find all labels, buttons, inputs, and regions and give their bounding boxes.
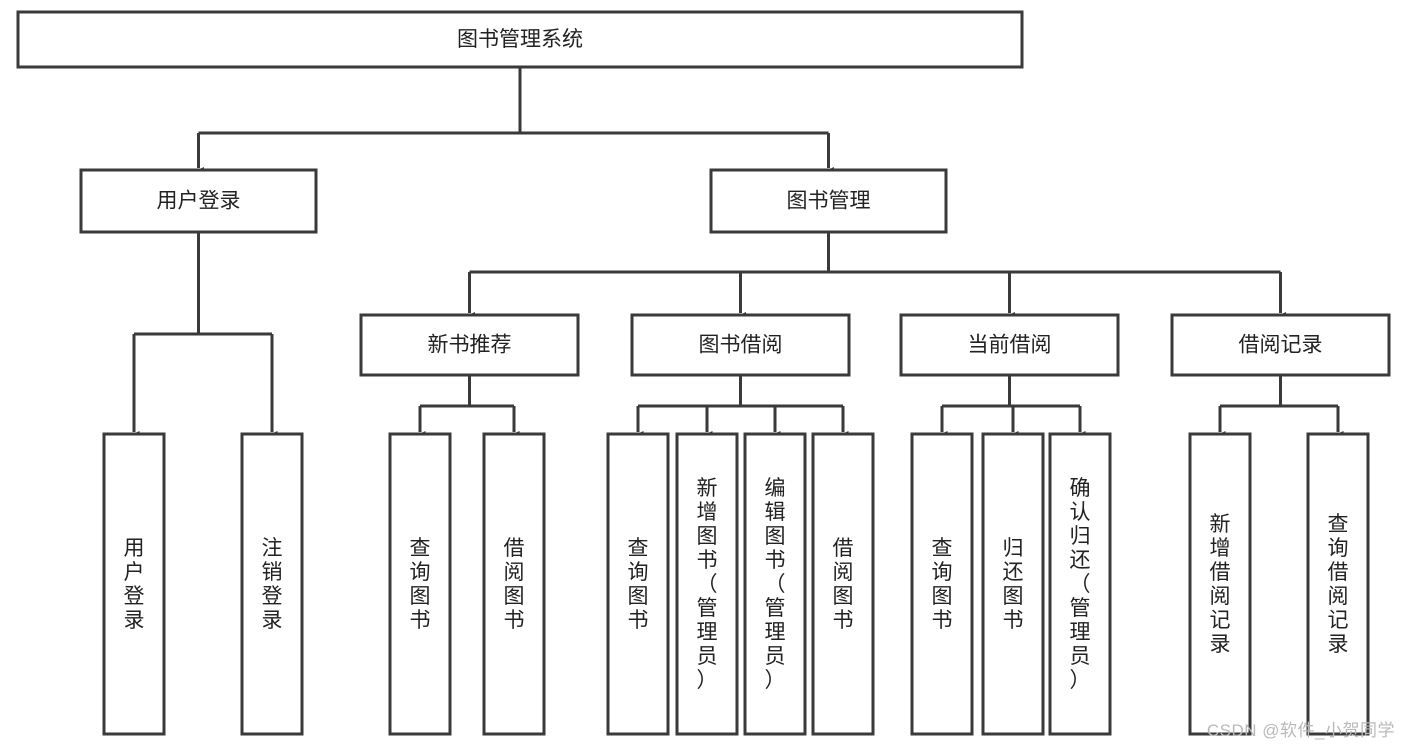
edges-layer [128, 67, 1344, 441]
nodes-layer: 图书管理系统用户登录图书管理新书推荐图书借阅当前借阅借阅记录用户登录注销登录查询… [16, 10, 1391, 736]
node-borrow-record[interactable]: 借阅记录 [1170, 313, 1391, 377]
node-label: 用户登录 [124, 537, 145, 632]
node-leaf-borrow-book-rec[interactable]: 借阅图书 [482, 432, 546, 736]
watermark-text: CSDN @软件_小贺同学 [1206, 721, 1395, 740]
connector-new-book-recommend-to-leaves [414, 375, 520, 441]
node-label: 用户登录 [157, 190, 241, 213]
node-label: 借阅记录 [1239, 334, 1323, 357]
node-label: 编辑图书（管理员） [765, 477, 786, 692]
node-label: 新书推荐 [428, 334, 512, 357]
node-label: 注销登录 [262, 537, 283, 632]
node-label: 图书管理系统 [457, 28, 583, 51]
node-book-borrow[interactable]: 图书借阅 [630, 313, 851, 377]
node-label: 查询借阅记录 [1328, 513, 1349, 656]
node-label: 图书管理 [787, 190, 871, 213]
node-label: 查询图书 [410, 537, 431, 632]
node-leaf-user-logout[interactable]: 注销登录 [240, 432, 304, 736]
node-label: 当前借阅 [968, 334, 1052, 357]
node-label: 查询图书 [628, 537, 649, 632]
connector-borrow-record-to-leaves [1214, 375, 1344, 441]
node-leaf-query-book-current[interactable]: 查询图书 [910, 432, 974, 736]
node-leaf-return-book[interactable]: 归还图书 [981, 432, 1045, 736]
node-leaf-edit-book-admin[interactable]: 编辑图书（管理员） [743, 432, 807, 736]
node-current-borrow[interactable]: 当前借阅 [899, 313, 1120, 377]
node-leaf-query-borrow-record[interactable]: 查询借阅记录 [1306, 432, 1370, 736]
node-book-manage[interactable]: 图书管理 [709, 168, 948, 234]
node-leaf-confirm-return-admin[interactable]: 确认归还（管理员） [1048, 432, 1112, 736]
node-root[interactable]: 图书管理系统 [16, 10, 1024, 69]
node-label: 图书借阅 [699, 334, 783, 357]
node-leaf-add-borrow-record[interactable]: 新增借阅记录 [1188, 432, 1252, 736]
node-leaf-add-book-admin[interactable]: 新增图书（管理员） [675, 432, 739, 736]
node-label: 归还图书 [1003, 537, 1024, 632]
node-new-book-recommend[interactable]: 新书推荐 [359, 313, 580, 377]
connector-current-borrow-to-leaves [936, 375, 1086, 441]
node-leaf-borrow-book[interactable]: 借阅图书 [811, 432, 875, 736]
connector-user-login-to-leaves [128, 232, 278, 441]
node-label: 借阅图书 [504, 537, 525, 632]
node-label: 查询图书 [932, 537, 953, 632]
node-user-login[interactable]: 用户登录 [79, 168, 318, 234]
node-label: 新增图书（管理员） [697, 477, 718, 692]
connector-book-manage-to-level3 [464, 232, 1286, 322]
node-leaf-query-book-rec[interactable]: 查询图书 [388, 432, 452, 736]
connector-book-borrow-to-leaves [632, 375, 849, 441]
node-leaf-query-book-borrow[interactable]: 查询图书 [606, 432, 670, 736]
node-label: 新增借阅记录 [1210, 513, 1231, 656]
node-leaf-user-login[interactable]: 用户登录 [102, 432, 166, 736]
connector-root-to-level2 [193, 67, 834, 177]
node-label: 确认归还（管理员） [1070, 477, 1091, 692]
node-label: 借阅图书 [833, 537, 854, 632]
